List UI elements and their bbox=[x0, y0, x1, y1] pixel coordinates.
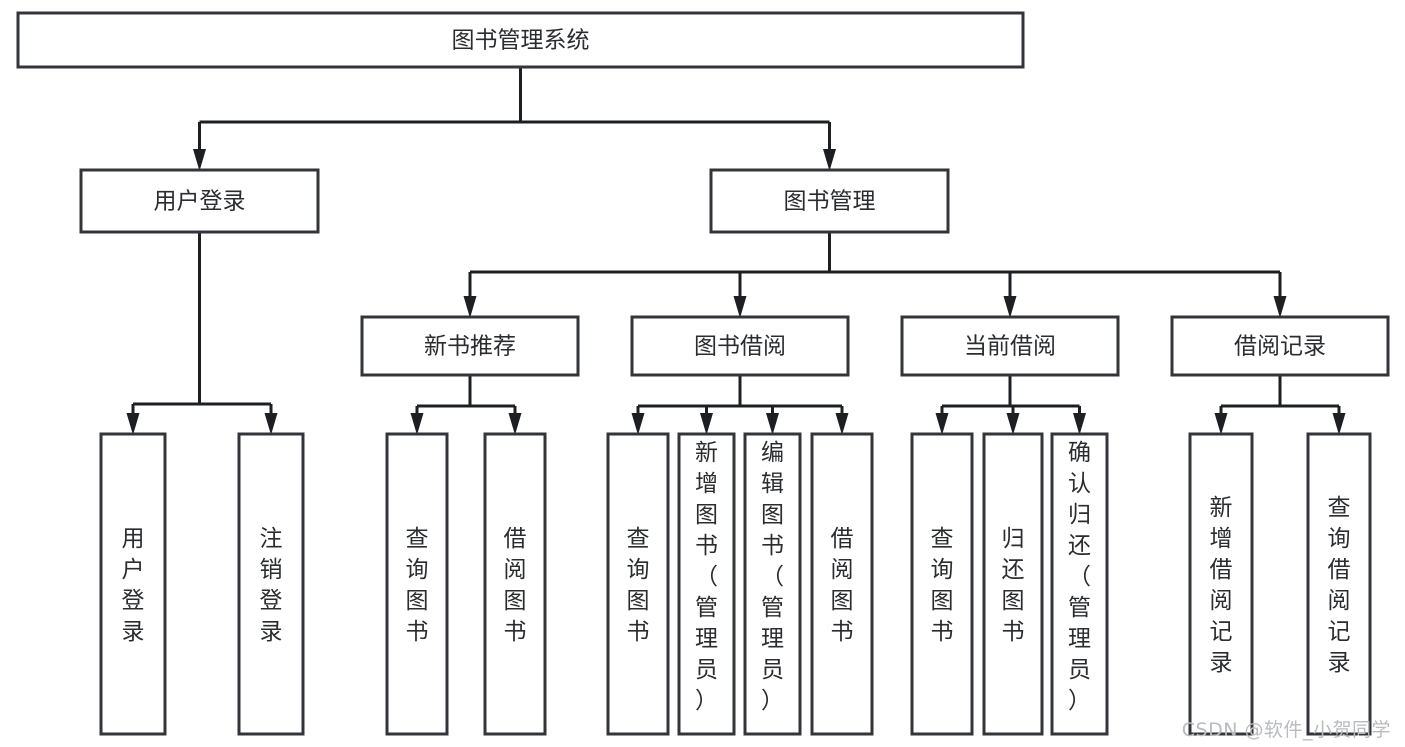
node-label: 图书管理 bbox=[784, 189, 876, 215]
node-leaf-return-book[interactable]: 归还图书 bbox=[982, 432, 1044, 736]
node-leaf-query-book-3[interactable]: 查询图书 bbox=[910, 432, 974, 736]
arrow-head-icon bbox=[463, 296, 477, 318]
node-box bbox=[237, 432, 305, 736]
node-box bbox=[810, 432, 874, 736]
node-label: 新书推荐 bbox=[424, 334, 516, 360]
node-leaf-borrow-book-2[interactable]: 借阅图书 bbox=[810, 432, 874, 736]
node-box bbox=[79, 168, 320, 234]
node-box bbox=[385, 432, 449, 736]
node-leaf-logout[interactable]: 注销登录 bbox=[237, 432, 305, 736]
node-leaf-add-record[interactable]: 新增借阅记录 bbox=[1188, 432, 1254, 736]
node-leaf-query-record[interactable]: 查询借阅记录 bbox=[1306, 432, 1372, 736]
arrow-head-icon bbox=[1214, 413, 1228, 435]
node-box bbox=[743, 432, 802, 736]
node-box bbox=[606, 432, 670, 736]
node-label: 用户登录 bbox=[154, 189, 246, 215]
arrow-head-icon bbox=[766, 413, 779, 435]
arrow-head-icon bbox=[126, 413, 140, 435]
node-box bbox=[709, 168, 950, 234]
node-leaf-user-login[interactable]: 用户登录 bbox=[99, 432, 167, 736]
arrow-head-icon bbox=[700, 413, 713, 435]
node-box bbox=[16, 11, 1025, 69]
node-label: 编辑图书（管理员） bbox=[761, 440, 784, 714]
node-box bbox=[910, 432, 974, 736]
node-leaf-query-book-2[interactable]: 查询图书 bbox=[606, 432, 670, 736]
node-label: 当前借阅 bbox=[964, 334, 1056, 360]
arrow-head-icon bbox=[1273, 296, 1287, 318]
node-label: 查询图书 bbox=[406, 526, 429, 645]
diagram-nodes: 图书管理系统用户登录图书管理新书推荐图书借阅当前借阅借阅记录用户登录注销登录查询… bbox=[16, 11, 1390, 736]
arrow-head-icon bbox=[1003, 296, 1017, 318]
node-box bbox=[1050, 432, 1109, 736]
node-user-login[interactable]: 用户登录 bbox=[79, 168, 320, 234]
node-box bbox=[360, 315, 580, 377]
node-box bbox=[677, 432, 736, 736]
node-label: 查询图书 bbox=[931, 526, 954, 645]
node-label: 借阅图书 bbox=[831, 526, 854, 645]
node-leaf-confirm-return[interactable]: 确认归还（管理员） bbox=[1050, 432, 1109, 736]
node-label: 图书管理系统 bbox=[452, 28, 590, 54]
node-book-manage[interactable]: 图书管理 bbox=[709, 168, 950, 234]
node-book-borrow[interactable]: 图书借阅 bbox=[630, 315, 850, 377]
node-label: 查询图书 bbox=[627, 526, 650, 645]
node-leaf-query-book-1[interactable]: 查询图书 bbox=[385, 432, 449, 736]
node-box bbox=[630, 315, 850, 377]
arrow-head-icon bbox=[935, 413, 949, 435]
connector-lines bbox=[126, 67, 1346, 435]
node-box bbox=[99, 432, 167, 736]
node-label: 借阅记录 bbox=[1234, 334, 1326, 360]
node-label: 新增图书（管理员） bbox=[695, 440, 718, 714]
arrow-head-icon bbox=[508, 413, 522, 435]
arrow-head-icon bbox=[733, 296, 747, 318]
node-current-borrow[interactable]: 当前借阅 bbox=[900, 315, 1120, 377]
node-label: 新增借阅记录 bbox=[1210, 495, 1233, 676]
arrow-head-icon bbox=[631, 413, 645, 435]
arrow-head-icon bbox=[835, 413, 849, 435]
arrow-head-icon bbox=[1073, 413, 1086, 435]
arrow-head-icon bbox=[264, 413, 278, 435]
node-box bbox=[1170, 315, 1390, 377]
arrow-head-icon bbox=[1006, 413, 1020, 435]
node-box bbox=[1188, 432, 1254, 736]
node-leaf-borrow-book-1[interactable]: 借阅图书 bbox=[483, 432, 547, 736]
node-label: 查询借阅记录 bbox=[1328, 495, 1351, 676]
node-box bbox=[982, 432, 1044, 736]
node-label: 归还图书 bbox=[1002, 526, 1025, 645]
node-new-book-rec[interactable]: 新书推荐 bbox=[360, 315, 580, 377]
arrow-head-icon bbox=[193, 149, 206, 171]
node-label: 注销登录 bbox=[260, 526, 283, 645]
arrow-head-icon bbox=[823, 149, 836, 171]
node-box bbox=[483, 432, 547, 736]
node-borrow-record[interactable]: 借阅记录 bbox=[1170, 315, 1390, 377]
node-box bbox=[900, 315, 1120, 377]
node-box bbox=[1306, 432, 1372, 736]
arrow-head-icon bbox=[1332, 413, 1346, 435]
node-root[interactable]: 图书管理系统 bbox=[16, 11, 1025, 69]
node-label: 借阅图书 bbox=[504, 526, 527, 645]
arrow-head-icon bbox=[410, 413, 424, 435]
node-leaf-edit-book[interactable]: 编辑图书（管理员） bbox=[743, 432, 802, 736]
node-label: 确认归还（管理员） bbox=[1068, 440, 1091, 714]
node-leaf-add-book[interactable]: 新增图书（管理员） bbox=[677, 432, 736, 736]
node-label: 用户登录 bbox=[122, 526, 145, 645]
node-label: 图书借阅 bbox=[694, 334, 786, 360]
